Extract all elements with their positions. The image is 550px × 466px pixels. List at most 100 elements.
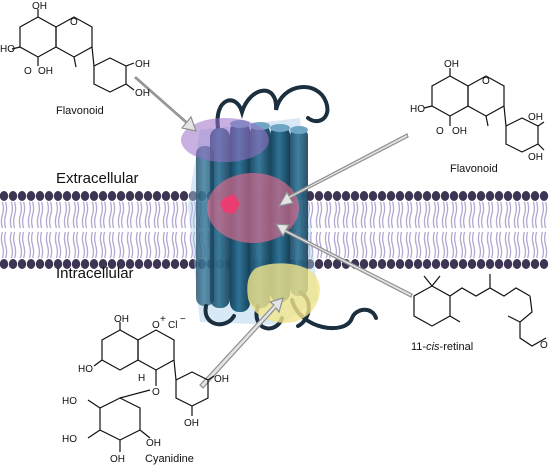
lipid-tail bbox=[498, 231, 503, 259]
lipid-tail bbox=[486, 231, 491, 259]
lipid-head bbox=[152, 191, 162, 201]
arrow-right-flavonoid bbox=[277, 133, 409, 207]
lipid-tail bbox=[417, 231, 422, 259]
lipid-tail bbox=[369, 201, 374, 229]
retinal-o-atom: O bbox=[540, 340, 548, 351]
lipid-head bbox=[53, 191, 63, 201]
svg-text:OH: OH bbox=[135, 59, 150, 70]
lipid-head bbox=[359, 191, 369, 201]
lipid-tail bbox=[108, 201, 113, 229]
svg-text:O: O bbox=[24, 66, 32, 77]
lipid-tail bbox=[525, 201, 530, 229]
svg-text:OH: OH bbox=[528, 152, 543, 163]
lipid-tail bbox=[444, 201, 449, 229]
lipid-head bbox=[503, 191, 513, 201]
lipid-tail bbox=[453, 231, 458, 259]
lipid-tail bbox=[72, 201, 77, 229]
lipid-tail bbox=[318, 201, 323, 229]
lipid-head bbox=[134, 259, 144, 269]
lipid-tail bbox=[459, 201, 464, 229]
lipid-tail bbox=[120, 201, 125, 229]
svg-text:HO: HO bbox=[78, 364, 93, 375]
svg-text:HO: HO bbox=[410, 104, 425, 115]
lipid-tail bbox=[45, 201, 50, 229]
lipid-head bbox=[512, 191, 522, 201]
lipid-head bbox=[485, 259, 495, 269]
lipid-head bbox=[458, 259, 468, 269]
lipid-tail bbox=[423, 201, 428, 229]
lipid-head bbox=[116, 191, 126, 201]
lipid-tail bbox=[165, 201, 170, 229]
lipid-tail bbox=[75, 201, 80, 229]
lipid-tail bbox=[162, 231, 167, 259]
lipid-head bbox=[107, 259, 117, 269]
lipid-tail bbox=[39, 201, 44, 229]
lipid-tail bbox=[111, 201, 116, 229]
lipid-tail bbox=[363, 231, 368, 259]
lipid-tail bbox=[543, 231, 548, 259]
lipid-tail bbox=[318, 231, 323, 259]
lipid-tail bbox=[153, 201, 158, 229]
lipid-tail bbox=[471, 201, 476, 229]
lipid-tail bbox=[390, 201, 395, 229]
lipid-tail bbox=[12, 201, 17, 229]
lipid-tail bbox=[189, 201, 194, 229]
lipid-tail bbox=[333, 201, 338, 229]
svg-text:OH: OH bbox=[214, 374, 229, 385]
lipid-tail bbox=[399, 201, 404, 229]
lipid-tail bbox=[3, 231, 8, 259]
svg-text:HO: HO bbox=[62, 434, 77, 445]
lipid-head bbox=[404, 191, 414, 201]
lipid-tail bbox=[9, 231, 14, 259]
lipid-tail bbox=[459, 231, 464, 259]
lipid-tail bbox=[54, 231, 59, 259]
lipid-tail bbox=[378, 201, 383, 229]
lipid-tail bbox=[414, 231, 419, 259]
lipid-head bbox=[125, 259, 135, 269]
lipid-tail bbox=[435, 231, 440, 259]
lipid-head bbox=[314, 259, 324, 269]
lipid-tail bbox=[189, 231, 194, 259]
lipid-tail bbox=[495, 231, 500, 259]
lipid-head bbox=[440, 259, 450, 269]
lipid-tail bbox=[489, 231, 494, 259]
lipid-tail bbox=[453, 201, 458, 229]
svg-text:OH: OH bbox=[452, 126, 467, 137]
lipid-tail bbox=[381, 201, 386, 229]
lipid-head bbox=[431, 191, 441, 201]
lipid-tail bbox=[468, 201, 473, 229]
lipid-head bbox=[188, 191, 198, 201]
lipid-head bbox=[89, 191, 99, 201]
lipid-tail bbox=[147, 201, 152, 229]
lipid-tail bbox=[432, 231, 437, 259]
flavonoid-label-top-left: Flavonoid bbox=[56, 105, 104, 117]
lipid-tail bbox=[540, 201, 545, 229]
svg-text:HO: HO bbox=[62, 396, 77, 407]
lipid-tail bbox=[360, 231, 365, 259]
retinal-label: 11-cis-retinal bbox=[411, 341, 473, 353]
lipid-tail bbox=[147, 231, 152, 259]
lipid-tail bbox=[309, 201, 314, 229]
flavonoid-atoms-right: OH HO O OH O OH OH bbox=[410, 59, 543, 163]
lipid-tail bbox=[489, 201, 494, 229]
lipid-head bbox=[107, 191, 117, 201]
lipid-tail bbox=[102, 231, 107, 259]
lipid-head bbox=[476, 191, 486, 201]
lipid-head bbox=[98, 191, 108, 201]
lipid-head bbox=[161, 259, 171, 269]
lipid-head bbox=[512, 259, 522, 269]
lipid-head bbox=[368, 191, 378, 201]
arrow-retinal bbox=[274, 223, 413, 298]
lipid-tail bbox=[81, 201, 86, 229]
lipid-tail bbox=[342, 231, 347, 259]
flavonoid-structure-right bbox=[423, 68, 545, 153]
lipid-tail bbox=[144, 231, 149, 259]
lipid-head bbox=[8, 191, 18, 201]
lipid-head bbox=[530, 191, 540, 201]
lipid-head bbox=[449, 259, 459, 269]
lipid-tail bbox=[399, 231, 404, 259]
lipid-head bbox=[503, 259, 513, 269]
lipid-tail bbox=[66, 231, 71, 259]
lipid-tail bbox=[471, 231, 476, 259]
svg-text:H: H bbox=[138, 373, 145, 384]
